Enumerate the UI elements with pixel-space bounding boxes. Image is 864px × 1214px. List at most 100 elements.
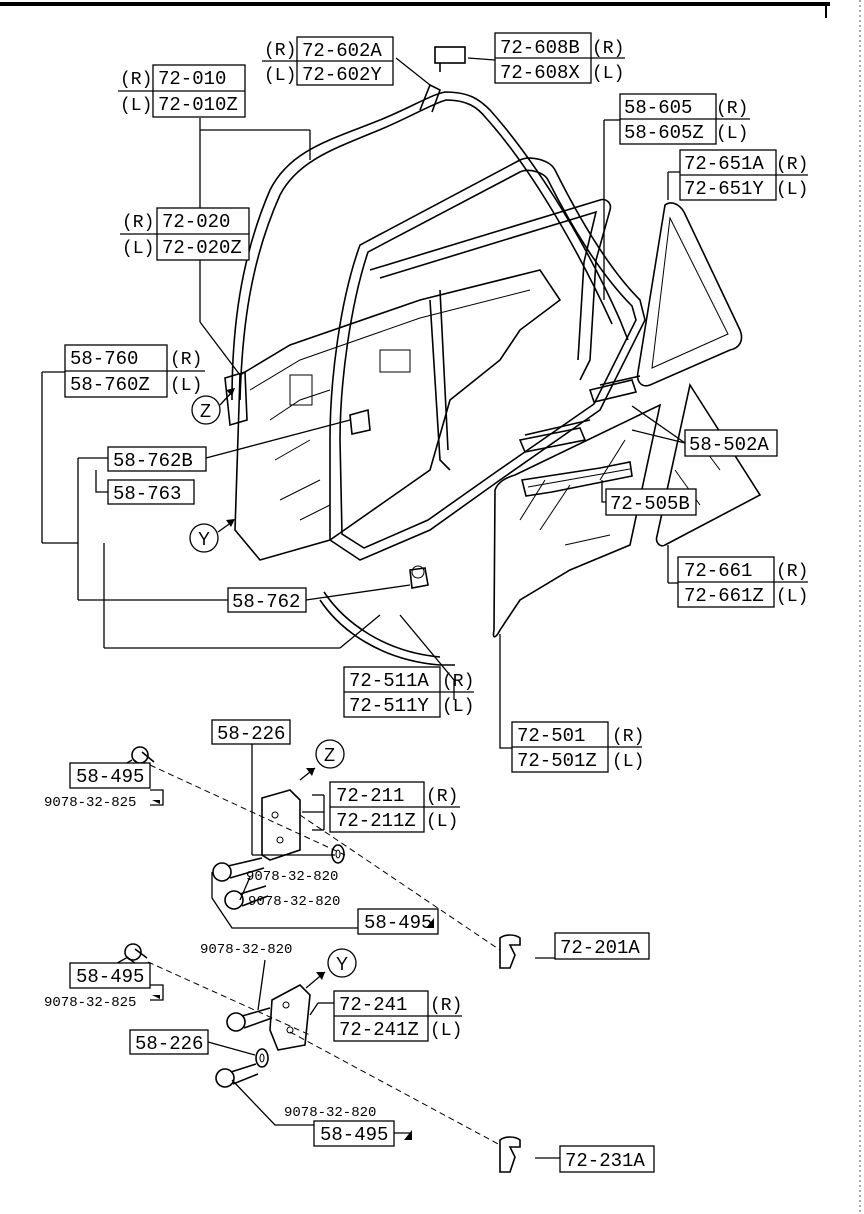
label-58-226-lower: 58-226 bbox=[135, 1033, 203, 1055]
bolt-9078-upper-a bbox=[212, 857, 265, 882]
label-72-651y: 72-651Y bbox=[684, 178, 764, 200]
ref-circle-y-upper-label: Y bbox=[198, 529, 210, 549]
label-box-72-231a bbox=[559, 1145, 655, 1173]
side-right-58-605: (R) bbox=[716, 99, 748, 119]
door-glass-edge bbox=[564, 534, 611, 546]
label-58-495-b: 58-495 bbox=[364, 912, 432, 934]
label-9078-32-820-c: 9078-32-820 bbox=[200, 942, 292, 958]
side-left-72-661: (L) bbox=[776, 587, 808, 607]
clip-retainer bbox=[409, 567, 429, 589]
hinge-plate-72-231a bbox=[499, 1136, 521, 1173]
door-check bbox=[224, 370, 248, 427]
label-72-010z: 72-010Z bbox=[158, 94, 238, 116]
garnish-clip bbox=[434, 46, 466, 64]
label-box-58-763 bbox=[107, 479, 195, 505]
side-left-72-010: (L) bbox=[120, 96, 152, 116]
label-box-58-495-c bbox=[69, 962, 151, 989]
weatherstrip-outer-inner-edge bbox=[239, 99, 613, 401]
label-72-608x: 72-608X bbox=[500, 62, 580, 84]
ref-circle-z-upper-label: Z bbox=[200, 401, 211, 421]
quarter-weatherstrip bbox=[636, 202, 743, 387]
door-glass-highlight bbox=[519, 479, 546, 521]
bolt-9078-lower-b bbox=[215, 1063, 259, 1088]
door-panel-hole bbox=[289, 374, 313, 406]
glass-guide-line bbox=[527, 468, 631, 488]
door-glass-highlight bbox=[539, 484, 571, 531]
ref-circle-y-lower-label: Y bbox=[336, 954, 348, 974]
side-left-72-211: (L) bbox=[426, 812, 458, 832]
lower-seal bbox=[319, 599, 455, 666]
side-left-72-020: (L) bbox=[122, 239, 154, 259]
door-panel-hole bbox=[379, 349, 411, 373]
label-72-010: 72-010 bbox=[158, 68, 226, 90]
glass-channel-edge bbox=[524, 375, 641, 436]
hinge-72-241 bbox=[269, 984, 311, 1051]
label-72-505b: 72-505B bbox=[610, 493, 690, 515]
glass-channel bbox=[518, 427, 587, 453]
leader-lines-upper bbox=[41, 57, 686, 749]
label-58-495-c: 58-495 bbox=[76, 966, 144, 988]
label-box-58-762b bbox=[107, 446, 207, 472]
label-box-58-226-lower bbox=[129, 1029, 209, 1055]
upper-seal-piece bbox=[419, 83, 441, 113]
side-right-72-602: (R) bbox=[264, 41, 296, 61]
side-right-72-608: (R) bbox=[592, 39, 624, 59]
retainer-clip bbox=[349, 408, 371, 435]
door-inner-panel bbox=[234, 269, 562, 561]
side-left-72-241: (L) bbox=[430, 1021, 462, 1041]
label-9078-32-825-a: 9078-32-825 bbox=[44, 795, 136, 811]
label-72-501z: 72-501Z bbox=[517, 750, 597, 772]
side-left-72-602: (L) bbox=[264, 66, 296, 86]
label-72-241z: 72-241Z bbox=[339, 1019, 419, 1041]
quarter-glass bbox=[655, 382, 762, 547]
side-left-72-511: (L) bbox=[442, 697, 474, 717]
lower-seal-edge bbox=[323, 591, 441, 658]
ref-circle-z-lower bbox=[315, 739, 345, 769]
bolt-9078-upper-b bbox=[224, 885, 269, 910]
label-box-72-201a bbox=[554, 932, 650, 960]
label-72-020z: 72-020Z bbox=[162, 237, 242, 259]
side-right-72-010: (R) bbox=[120, 70, 152, 90]
clip-retainer-head bbox=[411, 565, 425, 579]
hinge-plate-72-201a bbox=[499, 934, 521, 969]
label-72-241: 72-241 bbox=[339, 994, 407, 1016]
run-channel-divider bbox=[429, 289, 451, 471]
side-right-72-020: (R) bbox=[122, 213, 154, 233]
label-box-58-502a bbox=[684, 429, 778, 457]
label-58-495-d: 58-495 bbox=[320, 1124, 388, 1146]
label-58-763: 58-763 bbox=[113, 483, 181, 505]
label-72-211: 72-211 bbox=[336, 785, 404, 807]
label-58-502a: 58-502A bbox=[689, 434, 769, 456]
side-right-72-211: (R) bbox=[426, 787, 458, 807]
label-58-762b: 58-762B bbox=[113, 450, 193, 472]
label-9078-32-825-b: 9078-32-825 bbox=[44, 995, 136, 1011]
label-72-511a: 72-511A bbox=[349, 670, 429, 692]
washer-58-226-upper bbox=[331, 844, 345, 864]
glass-run-channel-inner bbox=[379, 210, 598, 361]
glass-guide bbox=[521, 461, 633, 497]
washer-58-226-lower bbox=[255, 1048, 269, 1068]
label-72-608b: 72-608B bbox=[500, 37, 580, 59]
side-right-72-501: (R) bbox=[612, 727, 644, 747]
label-72-661: 72-661 bbox=[684, 560, 752, 582]
label-72-201a: 72-201A bbox=[560, 937, 640, 959]
label-box-58-226-upper bbox=[211, 719, 291, 745]
side-left-72-651: (L) bbox=[776, 180, 808, 200]
label-box-58-495-b bbox=[357, 908, 439, 935]
label-72-602a: 72-602A bbox=[302, 40, 382, 62]
label-72-511y: 72-511Y bbox=[349, 695, 429, 717]
door-panel-detail bbox=[269, 389, 331, 521]
label-58-760z: 58-760Z bbox=[70, 374, 150, 396]
label-box-72-505b bbox=[605, 488, 697, 516]
side-right-58-760: (R) bbox=[170, 350, 202, 370]
side-right-72-241: (R) bbox=[430, 996, 462, 1016]
label-58-760: 58-760 bbox=[70, 348, 138, 370]
side-left-72-501: (L) bbox=[612, 752, 644, 772]
label-58-762: 58-762 bbox=[232, 591, 300, 613]
ref-circle-z-upper bbox=[191, 395, 221, 425]
door-panel-line bbox=[249, 289, 531, 391]
side-right-72-651: (R) bbox=[776, 155, 808, 175]
label-58-495-a: 58-495 bbox=[76, 766, 144, 788]
side-right-72-511: (R) bbox=[442, 672, 474, 692]
